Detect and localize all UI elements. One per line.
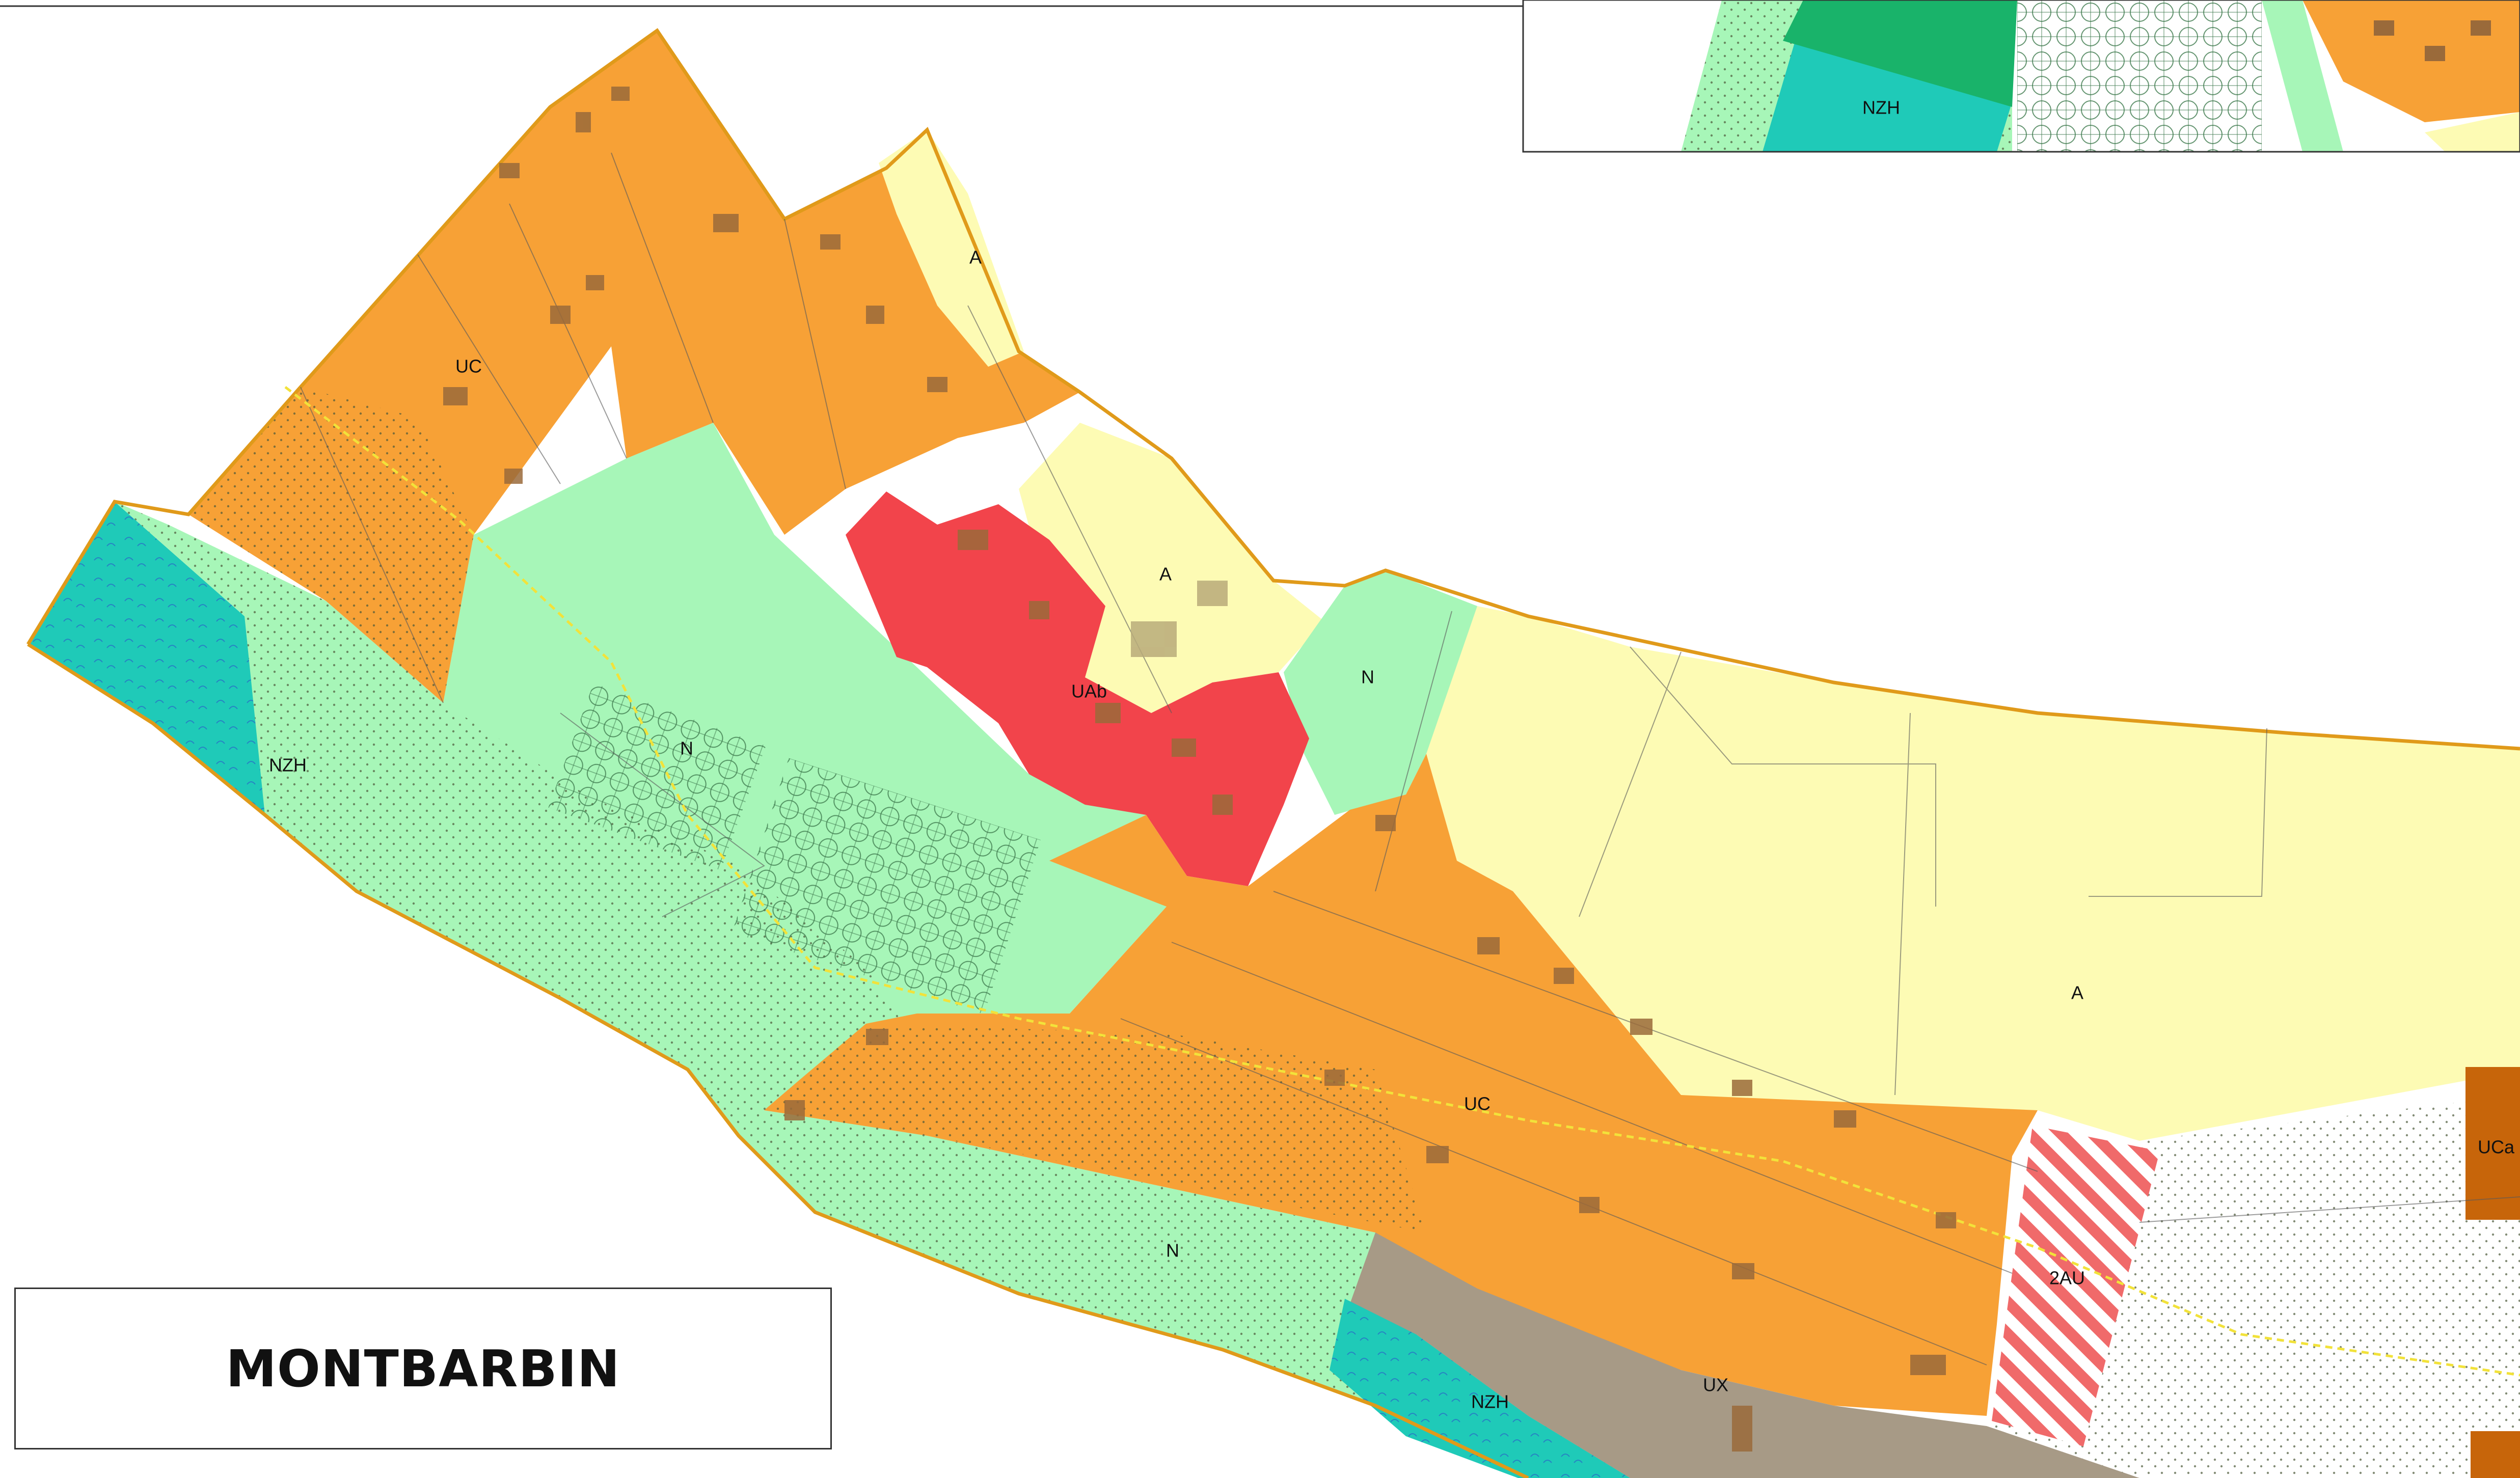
zone-n-wooded-2 <box>732 758 1041 1015</box>
zone-nzh-south-texture <box>1330 1299 1630 1478</box>
commune-boundary <box>26 28 2520 751</box>
parcel-lines <box>300 152 2520 1365</box>
inset-map: NZH <box>1522 0 2520 153</box>
label-nzh-inset: NZH <box>1862 97 1900 118</box>
label-a-east: A <box>2071 982 2083 1003</box>
zone-uab <box>846 491 1309 886</box>
commune-boundary-south <box>27 643 1529 1478</box>
zone-uc-south <box>764 754 2038 1416</box>
zone-n-west-dots <box>115 502 1681 1478</box>
label-nzh-south: NZH <box>1471 1391 1509 1412</box>
zone-a-east <box>1426 606 2520 1141</box>
label-uc-south: UC <box>1464 1093 1491 1114</box>
zone-2au <box>1992 1126 2160 1446</box>
zone-n-small <box>1284 570 1477 815</box>
buildings <box>443 87 1956 1452</box>
zone-uca <box>2465 1067 2520 1220</box>
label-uab: UAb <box>1071 681 1107 702</box>
map-title-box: MONTBARBIN <box>14 1288 832 1449</box>
label-2au: 2AU <box>2049 1268 2085 1289</box>
zone-uca-2 <box>2471 1431 2520 1478</box>
label-nzh-west: NZH <box>269 755 307 776</box>
zone-uc-south-dots <box>764 1024 1426 1233</box>
label-uc-north: UC <box>455 356 482 377</box>
label-n-south: N <box>1166 1240 1179 1261</box>
zone-a-north <box>879 130 1024 367</box>
label-ux: UX <box>1703 1375 1728 1395</box>
label-a-center: A <box>1159 564 1172 585</box>
road-dashed <box>284 386 2520 1377</box>
label-n-west: N <box>680 738 693 759</box>
map-title: MONTBARBIN <box>226 1338 620 1399</box>
zone-ux <box>1350 1233 2139 1478</box>
label-uca: UCa <box>2478 1137 2515 1158</box>
zone-nzh-west-texture <box>28 502 662 1034</box>
zone-n-wooded-1 <box>548 683 766 870</box>
zone-uc-north-dots <box>188 387 474 703</box>
label-n-small: N <box>1361 667 1374 688</box>
label-a-north: A <box>969 247 982 268</box>
